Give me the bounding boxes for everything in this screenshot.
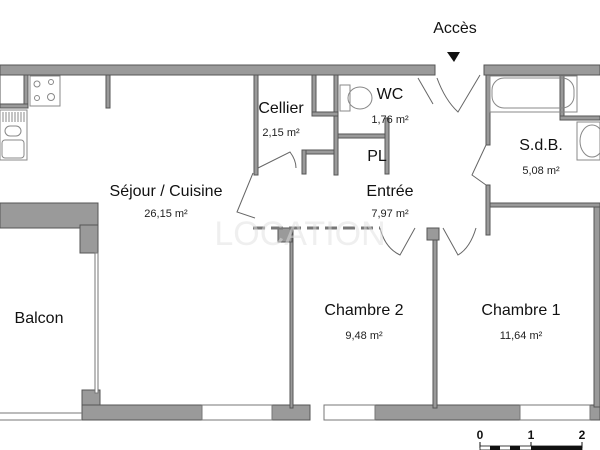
room-label-sejour-cuisine: Séjour / Cuisine	[109, 183, 223, 200]
scale-tick-0: 0	[476, 428, 484, 442]
room-area-sdb: 5,08 m²	[522, 165, 560, 177]
room-area-wc: 1,76 m²	[371, 114, 409, 126]
room-label-chambre-2: Chambre 2	[324, 302, 404, 319]
room-label-pl: PL	[367, 148, 387, 165]
room-label-entree: Entrée	[366, 183, 414, 200]
scale-bar: 0 1 2	[476, 428, 600, 450]
room-area-entree: 7,97 m²	[371, 208, 409, 220]
room-label-chambre-1: Chambre 1	[481, 302, 561, 319]
room-label-sdb: S.d.B.	[519, 137, 563, 154]
room-label-balcon: Balcon	[14, 310, 64, 327]
room-label-wc: WC	[376, 86, 404, 103]
room-area-chambre-2: 9,48 m²	[345, 330, 383, 342]
room-area-cellier: 2,15 m²	[262, 127, 300, 139]
room-area-sejour-cuisine: 26,15 m²	[144, 208, 188, 220]
entry-arrow-icon	[447, 52, 460, 62]
room-area-chambre-1: 11,64 m²	[499, 330, 543, 342]
entry-label: Accès	[433, 20, 477, 37]
scale-tick-2: 2	[578, 428, 586, 442]
svg-text:LOCATION: LOCATION	[214, 215, 385, 253]
scale-tick-1: 1	[527, 428, 535, 442]
scale-bar-graphic	[479, 442, 583, 450]
room-label-cellier: Cellier	[258, 100, 304, 117]
